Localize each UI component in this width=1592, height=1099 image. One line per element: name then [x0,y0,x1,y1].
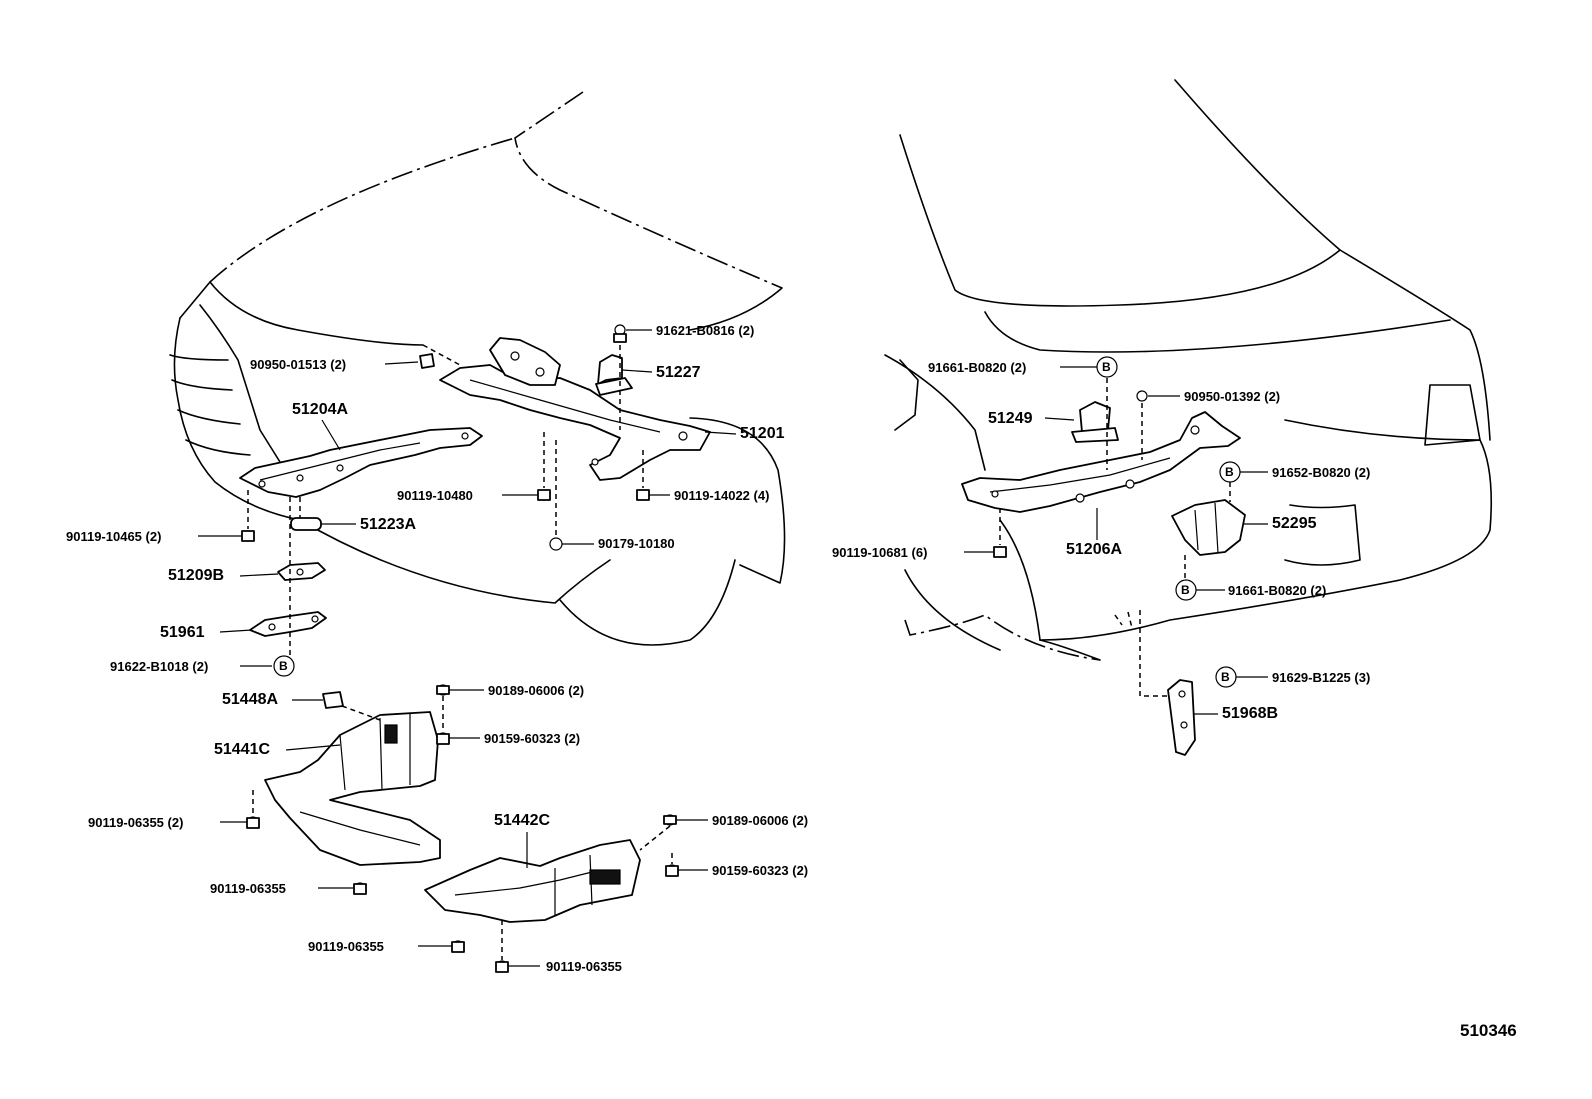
part-51442c-shape [424,839,641,923]
part-51204a-shape [239,427,483,498]
label-90159-60323-b: 90159-60323 (2) [712,863,809,878]
label-circle-b-front: B [279,659,288,673]
label-91652-b0820: 91652-B0820 (2) [1272,465,1371,480]
label-circle-b-rear-1: B [1102,360,1111,374]
label-circle-b-rear-3: B [1181,583,1190,597]
label-51201: 51201 [740,425,785,442]
part-51249-shape [1071,401,1119,443]
label-90119-10681: 90119-10681 (6) [832,545,928,560]
label-51206a: 51206A [1066,541,1123,558]
label-90119-14022: 90119-14022 (4) [674,488,770,503]
rear-fasteners [993,390,1148,558]
label-51961: 51961 [160,624,205,641]
part-51206a-shape [961,411,1241,513]
part-51961-shape [249,611,327,637]
part-52295-shape [1171,499,1246,556]
label-51441c: 51441C [214,741,271,758]
part-51227-shape [595,354,633,396]
label-90159-60323-a: 90159-60323 (2) [484,731,581,746]
label-90119-10465: 90119-10465 (2) [66,529,162,544]
label-52295: 52295 [1272,515,1317,532]
circled-b-rear [1096,356,1241,688]
rear-body-outline [884,79,1493,661]
label-51209b: 51209B [168,567,225,584]
label-51442c: 51442C [494,812,551,829]
front-dashed-lines [247,344,673,960]
circled-b-front [273,655,295,677]
label-91622-b1018: 91622-B1018 (2) [110,659,209,674]
label-90179-10180: 90179-10180 [598,536,675,551]
label-90119-06355-b: 90119-06355 [210,881,286,896]
front-body-outline [169,91,786,646]
label-51448a: 51448A [222,691,279,708]
rear-dashed-lines [999,378,1231,697]
label-circle-b-rear-4: B [1221,670,1230,684]
label-circle-b-rear-2: B [1225,465,1234,479]
label-90189-06006-a: 90189-06006 (2) [488,683,585,698]
part-51968b-shape [1167,679,1196,756]
label-91621-b0816: 91621-B0816 (2) [656,323,755,338]
part-51201-shape [439,337,711,481]
label-51204a: 51204A [292,401,349,418]
label-91661-b0820-b: 91661-B0820 (2) [1228,583,1327,598]
label-90119-06355-d: 90119-06355 [546,959,622,974]
part-51209b-shape [277,562,326,581]
label-51968b: 51968B [1222,705,1279,722]
part-51441c-shape [264,711,441,866]
label-90950-01392: 90950-01392 (2) [1184,389,1281,404]
part-51223a-shape [290,517,322,531]
label-51249: 51249 [988,410,1033,427]
label-90119-06355-a: 90119-06355 (2) [88,815,184,830]
diagram-code: 510346 [1460,1021,1517,1040]
front-leader-lines [198,329,737,967]
label-91661-b0820-a: 91661-B0820 (2) [928,360,1027,375]
label-90189-06006-b: 90189-06006 (2) [712,813,809,828]
label-91629-b1225: 91629-B1225 (3) [1272,670,1371,685]
part-51448a-shape [322,691,344,709]
label-51227: 51227 [656,364,701,381]
label-90119-06355-c: 90119-06355 [308,939,384,954]
label-90950-01513: 90950-01513 (2) [250,357,347,372]
label-90119-10480: 90119-10480 [397,488,473,503]
label-51223a: 51223A [360,516,417,533]
rear-leader-lines [964,366,1268,715]
